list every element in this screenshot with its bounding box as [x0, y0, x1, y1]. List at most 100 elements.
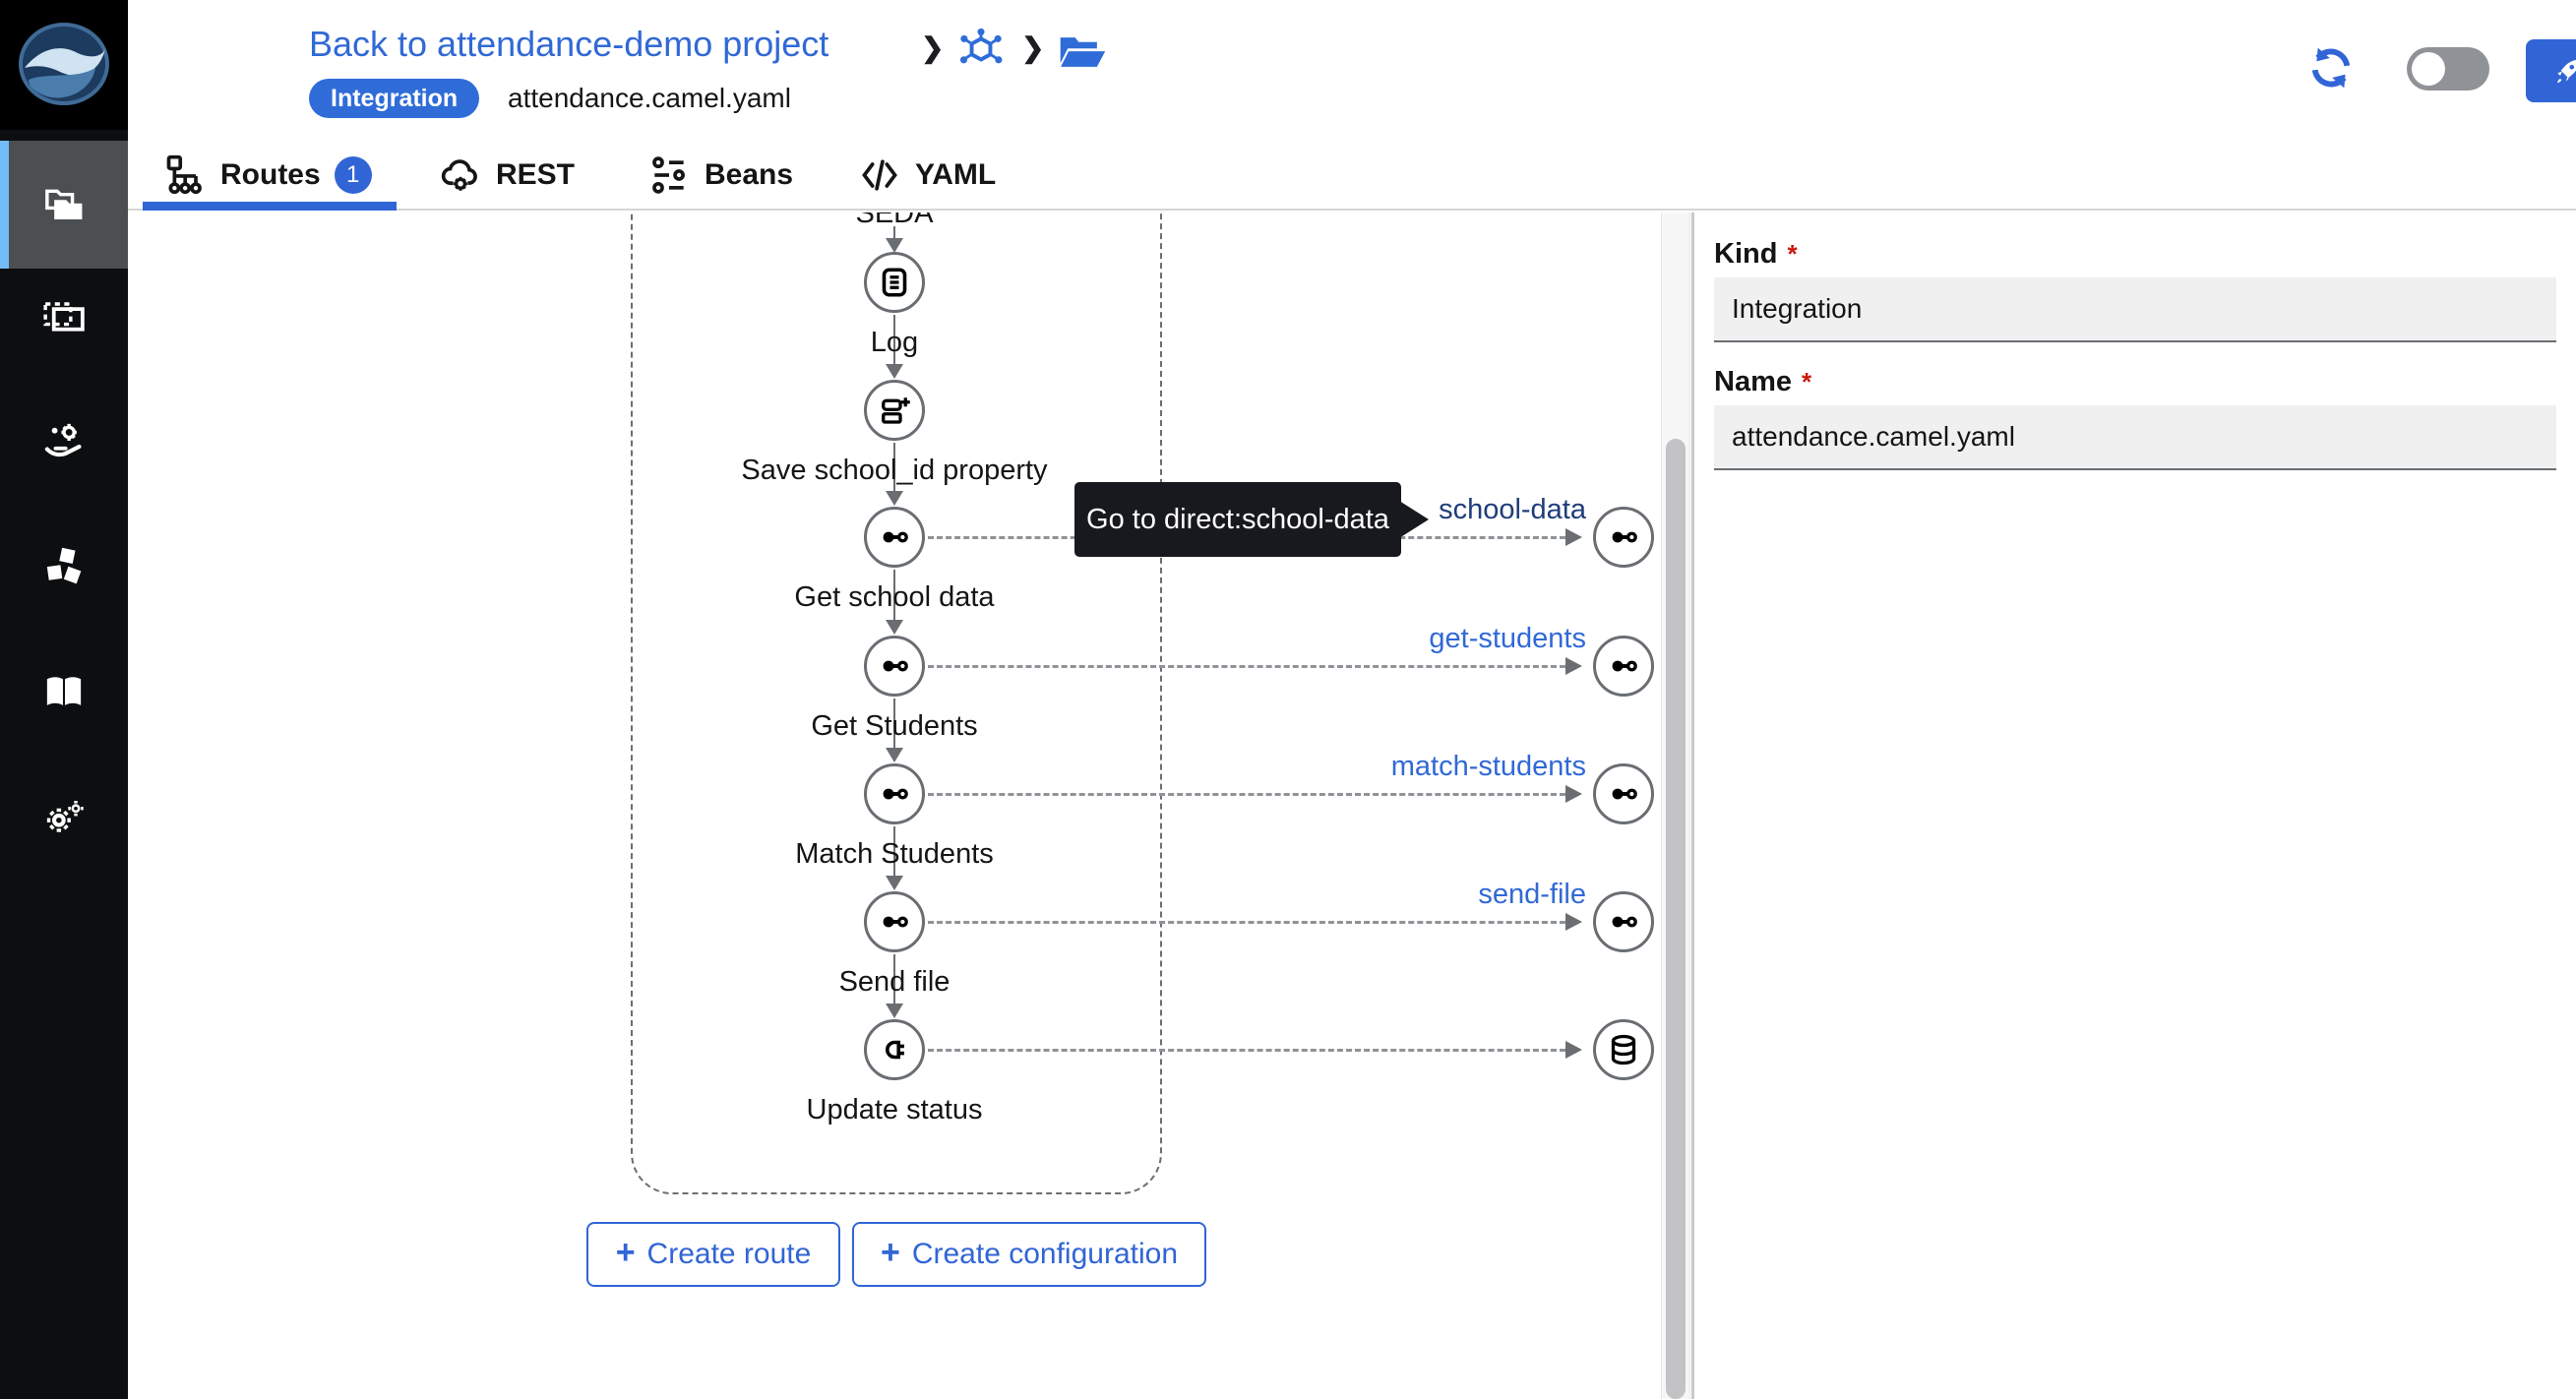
name-input[interactable] — [1714, 405, 2556, 470]
connector-line — [893, 226, 895, 238]
step-label: Save school_id property — [741, 455, 1048, 486]
name-field-label: Name* — [1714, 366, 1812, 397]
settings-gears-icon — [46, 801, 84, 832]
outlet-link-match-students[interactable]: match-students — [1390, 751, 1586, 782]
arrow-down-icon — [886, 238, 903, 253]
outlet-node-school-data[interactable] — [1593, 507, 1654, 568]
arrow-right-icon — [1565, 913, 1582, 931]
step-node-match-students[interactable] — [864, 763, 925, 824]
step-label: Match Students — [795, 838, 994, 870]
open-folder-icon[interactable] — [1057, 31, 1108, 73]
chevron-right-icon: ❯ — [1021, 32, 1045, 63]
route-source-label: SEDA — [855, 213, 934, 229]
rocket-icon — [2557, 60, 2576, 84]
step-node-save-property[interactable] — [864, 380, 925, 441]
direct-icon — [1612, 531, 1637, 543]
rest-cloud-gear-icon — [441, 159, 477, 191]
canvas-scrollbar-thumb[interactable] — [1666, 439, 1686, 1399]
step-label: Log — [870, 327, 919, 358]
outlet-link-send-file[interactable]: send-file — [1478, 879, 1586, 910]
runtime-toggle-switch[interactable] — [2407, 47, 2489, 91]
tab-routes[interactable]: Routes 1 — [163, 148, 372, 203]
required-asterisk: * — [1802, 367, 1812, 396]
filename-text: attendance.camel.yaml — [508, 83, 791, 113]
direct-icon — [1612, 788, 1637, 800]
tab-rest[interactable]: REST — [439, 148, 575, 203]
arrow-down-icon — [886, 491, 903, 506]
tab-yaml[interactable]: YAML — [858, 148, 996, 203]
outlet-node-database[interactable] — [1593, 1019, 1654, 1080]
yaml-code-icon — [862, 159, 897, 191]
kind-input[interactable] — [1714, 277, 2556, 342]
arrow-down-icon — [886, 620, 903, 635]
knowledgebase-book-icon — [46, 677, 82, 705]
tab-rest-label: REST — [496, 158, 576, 191]
sidebar-item-services[interactable] — [0, 383, 128, 499]
arrow-right-icon — [1565, 528, 1582, 546]
outlet-link-school-data[interactable]: school-data — [1439, 494, 1586, 525]
karavan-logo-icon — [19, 23, 109, 105]
step-node-send-file[interactable] — [864, 891, 925, 952]
step-node-get-students[interactable] — [864, 636, 925, 697]
app-logo — [0, 0, 128, 130]
plug-icon — [886, 1040, 904, 1060]
outlet-node-get-students[interactable] — [1593, 636, 1654, 697]
direct-icon — [1612, 660, 1637, 672]
sidebar-item-projects[interactable] — [0, 141, 128, 269]
back-to-project-link[interactable]: Back to attendance-demo project — [309, 24, 829, 64]
outlet-link-get-students[interactable]: get-students — [1429, 623, 1586, 654]
arrow-down-icon — [886, 748, 903, 762]
tab-yaml-label: YAML — [915, 158, 997, 191]
details-panel: Kind* Name* — [1694, 213, 2576, 1399]
direct-icon — [883, 531, 908, 543]
step-node-log[interactable] — [864, 252, 925, 313]
plus-icon: + — [880, 1234, 900, 1271]
blocks-cubes-icon — [46, 547, 82, 584]
route-group-outline — [631, 213, 1162, 1194]
connector-line — [893, 954, 895, 1004]
tab-routes-label: Routes — [220, 158, 321, 191]
direct-icon — [883, 660, 908, 672]
dashed-connector — [928, 921, 1565, 924]
tabbar-divider — [128, 209, 2576, 211]
sidebar-item-topology[interactable] — [0, 258, 128, 374]
step-label: Get school data — [794, 581, 995, 613]
outlet-node-match-students[interactable] — [1593, 763, 1654, 824]
integration-molecule-icon[interactable] — [956, 26, 1006, 75]
step-node-get-school-data[interactable] — [864, 507, 925, 568]
services-hand-gear-icon — [44, 423, 82, 457]
sidebar-item-knowledgebase[interactable] — [0, 635, 128, 751]
tab-beans[interactable]: Beans — [647, 148, 793, 203]
log-icon — [882, 268, 907, 297]
arrow-right-icon — [1565, 657, 1582, 675]
arrow-down-icon — [886, 876, 903, 890]
sidebar-item-configuration[interactable] — [0, 760, 128, 877]
toggle-knob — [2412, 52, 2445, 86]
panel-divider — [1691, 213, 1694, 1399]
direct-icon — [883, 788, 908, 800]
left-nav-sidebar — [0, 0, 128, 1399]
step-label: Get Students — [811, 710, 978, 742]
kind-badge: Integration — [309, 79, 480, 118]
step-node-update-status[interactable] — [864, 1019, 925, 1080]
create-route-button[interactable]: + Create route — [586, 1222, 840, 1287]
connector-line — [893, 826, 895, 876]
tooltip-pointer — [1399, 501, 1429, 538]
route-designer-canvas: SEDA Log — [128, 213, 1661, 1399]
sidebar-item-blocks[interactable] — [0, 509, 128, 625]
active-tab-underline — [143, 202, 397, 211]
dashed-connector — [928, 793, 1565, 796]
dashed-connector — [928, 665, 1565, 668]
routes-count-badge: 1 — [334, 156, 372, 194]
run-button[interactable]: Run — [2526, 39, 2576, 102]
create-configuration-label: Create configuration — [911, 1238, 1179, 1270]
arrow-down-icon — [886, 364, 903, 379]
goto-tooltip: Go to direct:school-data — [1074, 482, 1401, 557]
database-icon — [1611, 1034, 1636, 1065]
outlet-node-send-file[interactable] — [1593, 891, 1654, 952]
create-configuration-button[interactable]: + Create configuration — [852, 1222, 1206, 1287]
projects-folders-icon — [45, 189, 83, 219]
refresh-button[interactable] — [2306, 43, 2356, 92]
arrow-down-icon — [886, 1004, 903, 1018]
